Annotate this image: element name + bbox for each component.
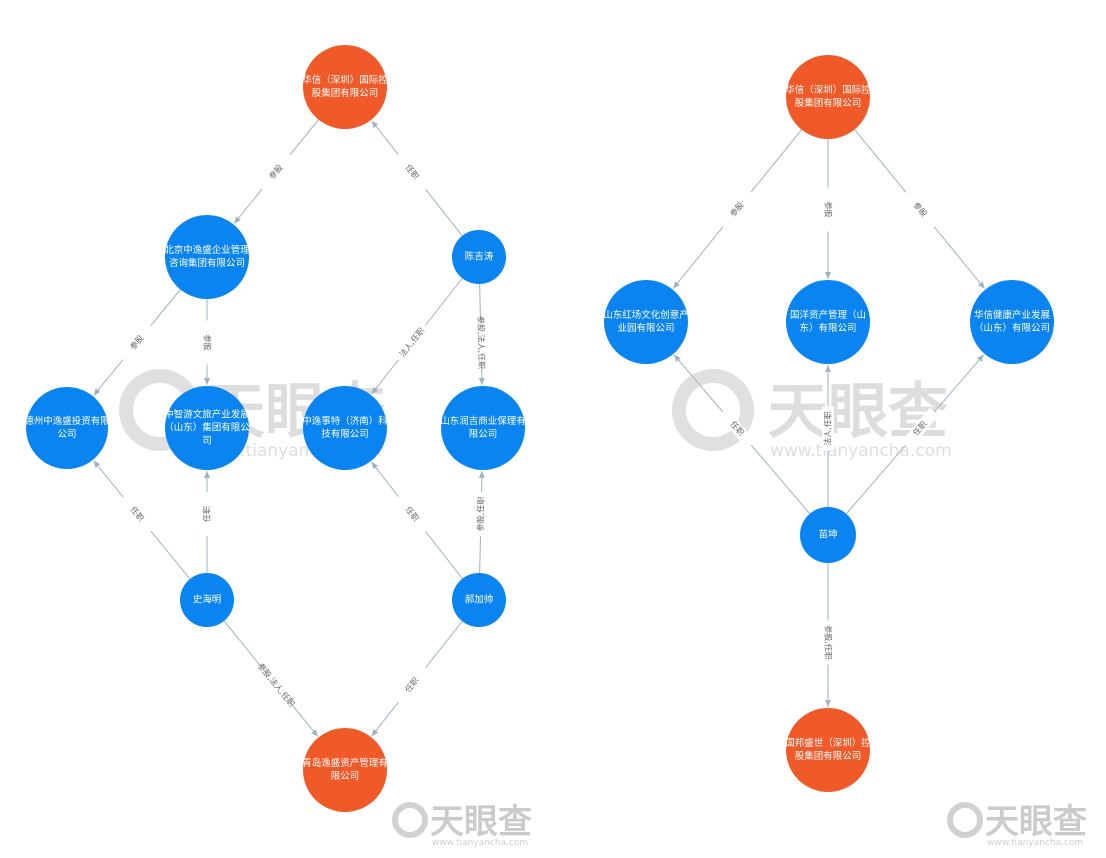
edge-label: 法人,任职: [823, 411, 833, 446]
node-label: 公司: [57, 429, 76, 440]
edge-label-bg: [822, 187, 834, 232]
edge-label-bg: [822, 406, 834, 451]
watermark-brand: 天眼查: [985, 802, 1087, 842]
node-label: 东）有限公司: [799, 322, 856, 334]
node-label: 郝加帅: [465, 594, 494, 606]
node-circle[interactable]: [303, 45, 387, 129]
node-circle[interactable]: [180, 573, 234, 627]
node-label: 陈吉涛: [465, 251, 494, 263]
node-label: 山东红场文化创意产: [603, 309, 689, 321]
node-circle[interactable]: [165, 215, 249, 299]
node-label: 德州中逸盛投资有限: [24, 415, 110, 427]
edge-label: 参股,法人,任职: [256, 661, 297, 709]
node-circle[interactable]: [26, 387, 108, 469]
edge-label-bg: [257, 151, 295, 193]
node-label: 限公司: [331, 771, 360, 782]
person-node[interactable]: 苗坤: [800, 507, 856, 563]
edge-label-bg: [201, 492, 213, 536]
edge-label: 参股,任职: [475, 497, 486, 532]
node-circle[interactable]: [604, 280, 688, 364]
edge-label: 任职: [202, 506, 212, 522]
edge-label: 参股,任职: [824, 625, 834, 660]
node-label: 华信健康产业发展: [974, 309, 1051, 321]
node-label: 北京中逸盛企业管理: [164, 244, 250, 256]
watermark-bottom-left: 天眼查 www.tianyancha.com: [392, 802, 532, 848]
node-label: 华信（深圳）国际控: [785, 84, 871, 96]
node-circle[interactable]: [786, 55, 870, 139]
node-label: 国洋资产管理（山: [790, 309, 866, 321]
edge-label-bg: [474, 320, 488, 365]
nodes: 华信（深圳）国际控股集团有限公司北京中逸盛企业管理咨询集团有限公司陈吉涛德州中逸…: [24, 45, 1054, 812]
node-circle[interactable]: [303, 386, 387, 470]
edge-label-bg: [474, 491, 488, 537]
edge-label-bg: [393, 321, 431, 364]
edge-label: 参股: [203, 335, 213, 351]
edge-label-bg: [118, 493, 156, 535]
edge-label-bg: [901, 188, 939, 231]
node-label: 技有限公司: [321, 428, 369, 440]
edge-label-bg: [393, 151, 431, 193]
node-label: 咨询集团有限公司: [169, 257, 245, 269]
node-circle[interactable]: [441, 386, 525, 470]
edge-label-bg: [901, 407, 939, 450]
edge-label-bg: [118, 321, 156, 364]
node-label: 限公司: [469, 429, 498, 440]
node-label: 国邦盛世（深圳）控: [785, 737, 871, 749]
node-label: 业园有限公司: [617, 322, 674, 334]
watermark-bottom-right: 天眼查 www.tianyancha.com: [947, 802, 1087, 848]
node-label: 中智游文旅产业发展: [164, 409, 250, 421]
node-label: 中逸事特（济南）科: [302, 415, 388, 427]
node-circle[interactable]: [970, 280, 1054, 364]
node-circle[interactable]: [452, 573, 506, 627]
company-node[interactable]: 国洋资产管理（山东）有限公司: [786, 280, 870, 364]
person-node[interactable]: 郝加帅: [452, 573, 506, 627]
node-label: 苗坤: [818, 529, 837, 541]
node-label: 华信（深圳）国际控: [302, 74, 388, 86]
node-circle[interactable]: [786, 280, 870, 364]
node-circle[interactable]: [165, 386, 249, 470]
node-label: 股集团有限公司: [795, 750, 862, 762]
node-label: 股集团有限公司: [312, 87, 379, 99]
edge-label-bg: [201, 320, 213, 365]
node-circle[interactable]: [303, 728, 387, 812]
watermark-url: www.tianyancha.com: [987, 838, 1083, 848]
edge-label-bg: [718, 407, 756, 450]
edge-label: 参股,法人,任职: [476, 316, 487, 369]
company-node[interactable]: 华信健康产业发展（山东）有限公司: [970, 280, 1054, 364]
node-label: （山东）有限公司: [974, 322, 1050, 334]
edge-label-bg: [393, 492, 431, 536]
node-label: 青岛逸盛资产管理有: [302, 757, 388, 769]
person-node[interactable]: 史海明: [180, 573, 234, 627]
watermark-brand: 天眼查: [430, 802, 532, 842]
edge-label-bg: [822, 620, 834, 665]
node-label: 山东润吉商业保理有: [440, 415, 526, 427]
watermark-url: www.tianyancha.com: [432, 838, 528, 848]
watermark-url: www.tianyancha.com: [770, 441, 952, 461]
edge-label-bg: [257, 664, 295, 706]
edge-label-bg: [718, 188, 756, 231]
node-label: 史海明: [193, 594, 222, 606]
edge-label-bg: [393, 664, 431, 706]
node-circle[interactable]: [786, 708, 870, 792]
company-node[interactable]: 中智游文旅产业发展（山东）集团有限公司: [164, 386, 250, 470]
edge-label: 法人,任职: [397, 326, 426, 359]
node-label: 股集团有限公司: [795, 97, 862, 109]
edge-label: 参股: [824, 202, 834, 218]
person-node[interactable]: 陈吉涛: [452, 230, 506, 284]
node-label: （山东）集团有限公: [164, 422, 250, 434]
node-circle[interactable]: [800, 507, 856, 563]
node-circle[interactable]: [452, 230, 506, 284]
node-label: 司: [202, 436, 212, 447]
